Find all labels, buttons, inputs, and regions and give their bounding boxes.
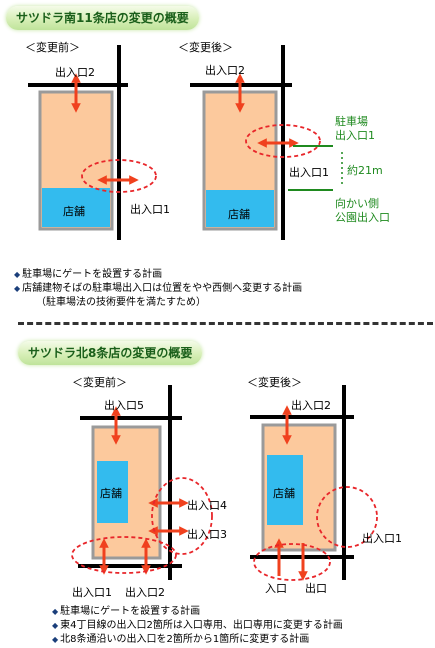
store-building	[206, 190, 274, 227]
parking-entrance-label-line2: 出入口1	[335, 129, 375, 142]
bottom-after-diagram	[250, 385, 378, 581]
bottom-note-2: 東4丁目線の出入口2箇所は入口専用、出口専用に変更する計画	[52, 619, 343, 633]
bottom-after-exit-label: 出口	[305, 582, 327, 595]
highlight-circle	[81, 159, 157, 193]
store-building	[97, 461, 128, 523]
top-note-2: 店舗建物そばの駐車場出入口は位置をやや西側へ変更する計画	[14, 282, 302, 296]
store-building	[267, 455, 303, 525]
top-after-store-label: 店舗	[228, 208, 250, 221]
bottom-section-title: サツドラ北8条店の変更の概要	[18, 341, 203, 365]
highlight-circle	[245, 124, 321, 158]
bottom-after-store-label: 店舗	[273, 487, 295, 500]
bottom-before-entrance-4-label: 出入口4	[187, 499, 227, 512]
bottom-before-store-label: 店舗	[100, 487, 122, 500]
bottom-note-1: 駐車場にゲートを設置する計画	[52, 605, 343, 619]
highlight-circle-south	[253, 543, 331, 581]
bottom-notes: 駐車場にゲートを設置する計画 東4丁目線の出入口2箇所は入口専用、出口専用に変更…	[52, 605, 343, 647]
top-before-store-label: 店舗	[63, 205, 85, 218]
distance-label: 約21m	[347, 164, 383, 177]
store-building	[42, 188, 110, 227]
opposite-park-label-line1: 向かい側	[335, 197, 379, 210]
opposite-park-label-line2: 公園出入口	[335, 211, 390, 224]
bottom-before-label: ＜変更前＞	[72, 376, 127, 389]
top-after-label: ＜変更後＞	[178, 41, 233, 54]
top-section-title: サツドラ南11条店の変更の概要	[6, 6, 199, 30]
bottom-before-entrance-5-label: 出入口5	[104, 399, 144, 412]
top-note-1: 駐車場にゲートを設置する計画	[14, 268, 302, 282]
highlight-circle-east	[151, 477, 213, 555]
top-before-diagram	[28, 45, 157, 240]
top-after-entrance-2-label: 出入口2	[205, 64, 245, 77]
parking-entrance-label-line1: 駐車場	[335, 115, 368, 128]
top-after-diagram	[190, 45, 343, 240]
bottom-note-3: 北8条通沿いの出入口を2箇所から1箇所に変更する計画	[52, 633, 343, 647]
highlight-circle-south	[71, 536, 177, 574]
top-note-3: （駐車場法の技術要件を満たすため）	[36, 297, 206, 308]
bottom-before-entrance-3-label: 出入口3	[187, 528, 227, 541]
top-before-label: ＜変更前＞	[25, 41, 80, 54]
bottom-after-entry-label: 入口	[265, 582, 287, 595]
top-before-entrance-1-label: 出入口1	[130, 203, 170, 216]
top-before-entrance-2-label: 出入口2	[55, 66, 95, 79]
bottom-before-diagram	[71, 385, 213, 580]
bottom-before-entrance-2-label: 出入口2	[125, 586, 165, 599]
section-divider	[18, 322, 433, 325]
bottom-after-label: ＜変更後＞	[247, 376, 302, 389]
bottom-before-entrance-1-label: 出入口1	[72, 586, 112, 599]
highlight-circle-east	[316, 486, 378, 548]
top-notes: 駐車場にゲートを設置する計画 店舗建物そばの駐車場出入口は位置をやや西側へ変更す…	[14, 268, 302, 310]
top-after-entrance-1-label: 出入口1	[289, 166, 329, 179]
bottom-after-entrance-1-label: 出入口1	[362, 532, 402, 545]
bottom-after-entrance-2-label: 出入口2	[291, 399, 331, 412]
